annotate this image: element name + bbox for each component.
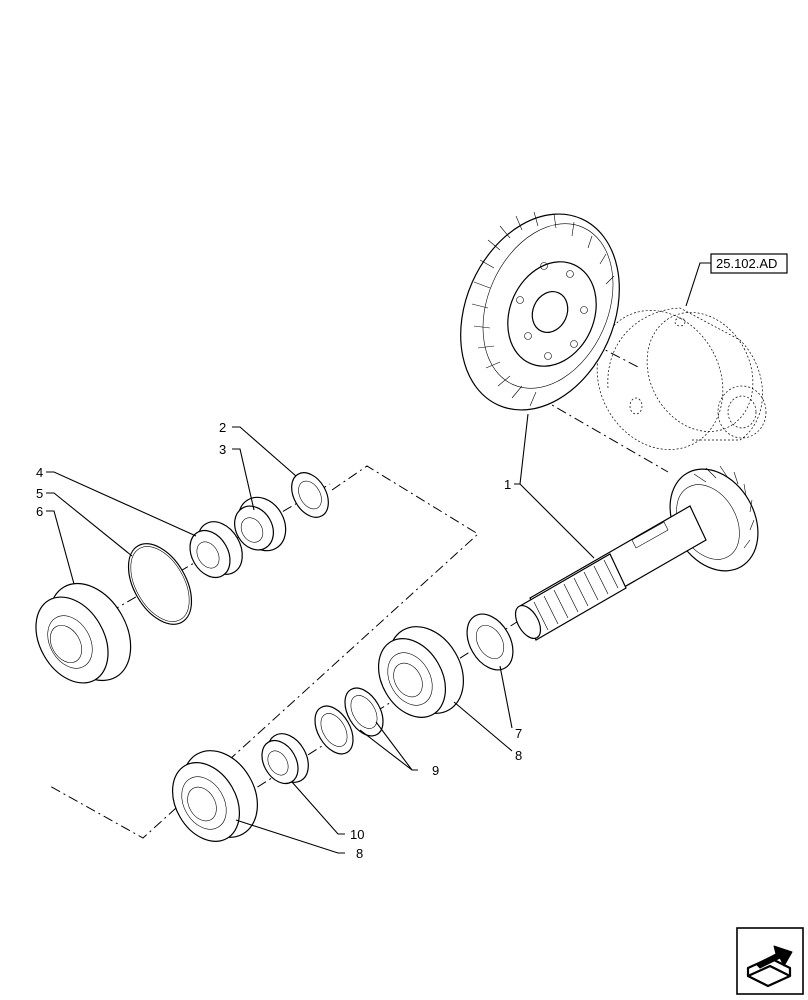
callout-1: 1	[504, 477, 511, 492]
bearing-8-upper	[377, 626, 464, 718]
nut-3	[234, 496, 287, 552]
callout-3: 3	[219, 442, 226, 457]
o-ring-5	[127, 543, 193, 625]
nut-10	[261, 733, 309, 785]
callout-6: 6	[36, 504, 43, 519]
reference-label: 25.102.AD	[716, 256, 777, 271]
differential-housing	[596, 307, 767, 450]
washer-7	[466, 613, 514, 671]
shims-9	[314, 687, 384, 755]
bearing-4	[189, 521, 243, 579]
next-page-arrow-icon[interactable]	[736, 927, 804, 995]
callout-5: 5	[36, 486, 43, 501]
bearing-8-lower	[171, 750, 258, 842]
leader-lines	[46, 262, 711, 854]
callout-7: 7	[515, 726, 522, 741]
callout-10: 10	[350, 827, 364, 842]
callout-8-lower: 8	[356, 846, 363, 861]
callouts: 1 2 3 4 5 6 7 8 9 10 8	[36, 420, 522, 861]
cover-6	[35, 582, 132, 684]
callout-2: 2	[219, 420, 226, 435]
pinion-shaft	[514, 465, 759, 641]
ring-gear	[460, 211, 620, 411]
callout-4: 4	[36, 465, 43, 480]
reference-box[interactable]: 25.102.AD	[710, 253, 788, 274]
callout-8-upper: 8	[515, 748, 522, 763]
callout-9: 9	[432, 763, 439, 778]
shim-2	[291, 472, 329, 518]
assembly-boundary	[47, 397, 669, 839]
